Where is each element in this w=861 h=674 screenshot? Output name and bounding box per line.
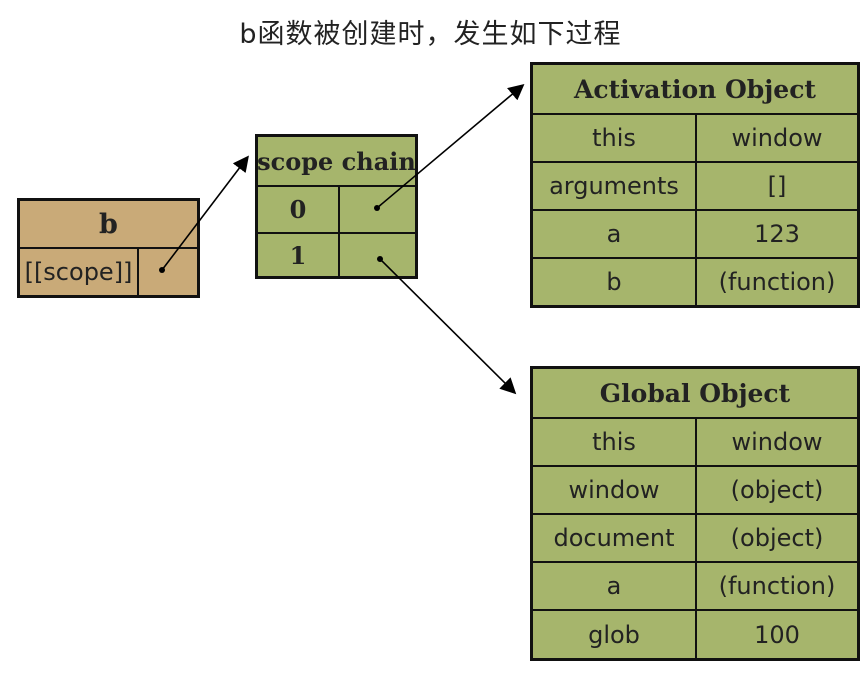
divider xyxy=(20,247,197,249)
scope-chain-box: scope chain 0 1 xyxy=(255,134,418,279)
ao-value-b: (function) xyxy=(718,268,836,296)
ao-value-a: 123 xyxy=(754,220,800,248)
go-key-this: this xyxy=(592,428,636,456)
ao-value-arguments: [] xyxy=(767,172,787,200)
arrow-index1-to-global-object xyxy=(379,258,517,395)
activation-object-header: Activation Object xyxy=(574,74,816,104)
go-value-this: window xyxy=(731,428,823,456)
divider xyxy=(533,465,857,467)
b-box-header: b xyxy=(99,208,118,240)
ao-value-this: window xyxy=(731,124,823,152)
activation-object-box: Activation Object this window arguments … xyxy=(530,62,860,308)
ao-key-b: b xyxy=(606,268,622,296)
global-object-box: Global Object this window window (object… xyxy=(530,366,860,661)
divider xyxy=(533,209,857,211)
divider xyxy=(533,417,857,419)
b-function-box: b [[scope]] xyxy=(17,198,200,298)
divider xyxy=(533,257,857,259)
arrow-scope-to-scope-chain xyxy=(161,155,249,271)
go-value-glob: 100 xyxy=(754,620,800,649)
scope-chain-header: scope chain xyxy=(257,146,416,176)
divider xyxy=(137,249,139,295)
ao-key-this: this xyxy=(592,124,636,152)
divider xyxy=(695,419,697,658)
scope-chain-index-1: 1 xyxy=(289,240,307,270)
ao-key-arguments: arguments xyxy=(549,172,679,200)
go-value-window: (object) xyxy=(730,476,824,504)
divider xyxy=(338,187,340,276)
go-value-a: (function) xyxy=(718,572,836,600)
divider xyxy=(533,561,857,563)
diagram-title: b函数被创建时，发生如下过程 xyxy=(239,19,622,50)
divider xyxy=(258,185,415,187)
scope-label: [[scope]] xyxy=(24,258,133,286)
go-key-window: window xyxy=(568,476,660,504)
arrow-index0-to-activation-object xyxy=(376,83,525,209)
go-key-document: document xyxy=(553,524,675,552)
scope-chain-index-0: 0 xyxy=(289,195,307,224)
global-object-header: Global Object xyxy=(599,378,791,408)
go-key-glob: glob xyxy=(588,620,640,649)
go-value-document: (object) xyxy=(730,524,824,552)
divider xyxy=(533,113,857,115)
go-key-a: a xyxy=(606,572,622,600)
ao-key-a: a xyxy=(606,220,622,248)
divider xyxy=(533,161,857,163)
divider xyxy=(258,232,415,234)
divider xyxy=(533,513,857,515)
divider xyxy=(533,609,857,611)
